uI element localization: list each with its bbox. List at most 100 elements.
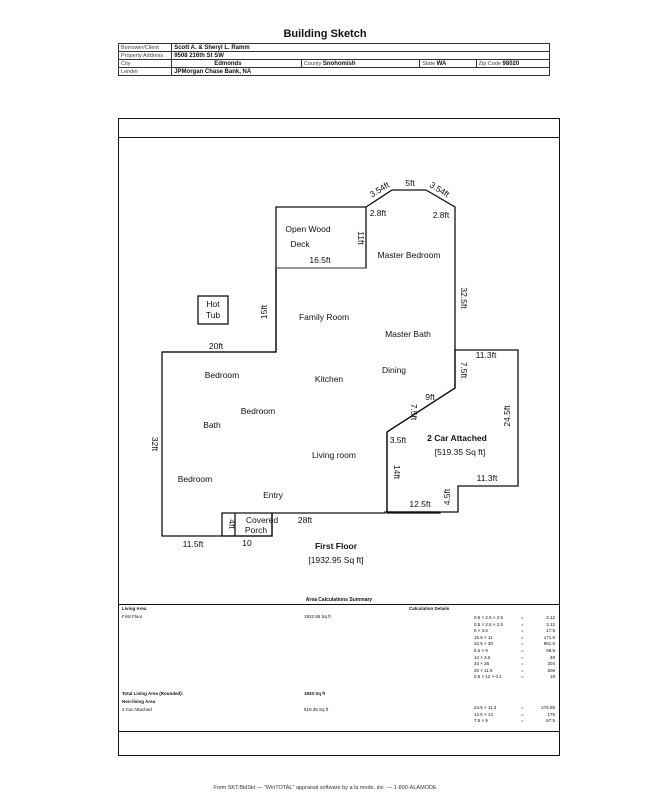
calc-row-expr: 0.5 × 2.5 × 2.5: [474, 615, 504, 620]
floor-title: First Floor: [315, 541, 358, 551]
dim-14ft: 14ft: [392, 465, 402, 480]
room-deck-2: Deck: [290, 239, 310, 249]
footer: Form SKT.BldSkt — "WinTOTAL" appraisal s…: [213, 785, 437, 791]
garage-outline: [386, 349, 519, 513]
room-master-bath: Master Bath: [385, 329, 431, 339]
calc-row-result: 506: [547, 667, 555, 673]
room-dining: Dining: [382, 365, 406, 375]
dim-2-8ft-right: 2.8ft: [433, 210, 450, 220]
garage-calc-label: 2 Car Attached: [122, 707, 152, 712]
calc-row-equals: =: [521, 648, 524, 653]
calc-row-expr: 32.5 × 30: [474, 641, 493, 647]
dim-28ft: 28ft: [298, 515, 313, 525]
dim-3-54ft-left: 3.54ft: [368, 179, 392, 199]
calc-row-result: 17.5: [546, 628, 555, 634]
room-kitchen: Kitchen: [315, 374, 344, 384]
room-bath: Bath: [203, 420, 221, 430]
calc-row-expr: 14 × 3.5: [474, 654, 491, 660]
garage-calc-row-equals: =: [521, 705, 524, 710]
room-living: Living room: [312, 450, 356, 460]
calc-row-result: 171.6: [543, 634, 555, 640]
room-entry: Entry: [263, 490, 284, 500]
floor-area: [1932.95 Sq ft]: [308, 555, 363, 565]
dim-2-8ft-left: 2.8ft: [370, 208, 387, 218]
calc-row-result: 18: [549, 674, 555, 680]
room-porch-2: Porch: [245, 525, 267, 535]
garage-calc-value: 519.35 Sq ft: [304, 707, 329, 712]
calc-row-equals: =: [521, 674, 524, 680]
county-value: Snohomish: [322, 60, 356, 67]
garage-calc-row-expr: 24.5 × 11.3: [474, 705, 497, 710]
calc-row-equals: =: [521, 641, 524, 647]
non-living-label: Non-living Area: [122, 699, 156, 704]
calc-row-expr: 15.6 × 11: [474, 634, 493, 640]
room-family: Family Room: [299, 312, 349, 322]
dim-7-5ft-mid: 7.5ft: [409, 404, 419, 421]
dim-16-5ft: 16.5ft: [309, 255, 331, 265]
hot-tub: [197, 295, 229, 325]
dim-15ft: 15ft: [259, 304, 269, 319]
garage-calc-row-equals: =: [521, 718, 524, 724]
hot-tub-label-1: Hot: [206, 299, 220, 309]
calc-row-expr: 0.5 × 12 × 0.1: [474, 674, 502, 680]
garage-calc-row-expr: 12.5 × 14: [474, 711, 493, 717]
dim-32ft: 32ft: [150, 437, 160, 452]
room-garage: 2 Car Attached: [427, 433, 487, 443]
calc-row-expr: 20 × 11.5: [474, 667, 493, 673]
property-info-table: Borrower/Client Scott A. & Sheryl L. Ram…: [117, 43, 551, 76]
zip-label: Zip Code: [478, 60, 501, 67]
calc-row-result: 981.5: [543, 641, 555, 647]
calc-row-result: 3.12: [546, 615, 555, 620]
calc-row-equals: =: [521, 615, 524, 620]
total-living-value: 1933 Sq ft: [304, 691, 326, 696]
dim-10: 10: [242, 538, 252, 548]
dim-11-5ft: 11.5ft: [183, 539, 204, 549]
lender-label: Lender: [117, 67, 173, 76]
room-master-bedroom: Master Bedroom: [378, 250, 441, 260]
calc-row-equals: =: [521, 661, 524, 667]
frame-bottom-band: [119, 731, 559, 732]
lender-value: JPMorgan Chase Bank, NA: [171, 67, 550, 76]
sketch-frame: [118, 118, 560, 756]
calc-row-equals: =: [521, 654, 524, 660]
total-living-label: Total Living Area (Rounded):: [122, 691, 184, 696]
calc-details-label: Calculation Details: [409, 606, 450, 611]
room-bedroom-c: Bedroom: [178, 474, 213, 484]
calc-row-expr: 0.5 × 2.5 × 2.5: [474, 621, 504, 627]
dim-3-5ft: 3.5ft: [390, 435, 407, 445]
dim-4ft: 4ft: [227, 519, 237, 529]
first-floor-value: 1932.95 Sq ft: [304, 614, 331, 619]
calc-row-result: 3.12: [546, 621, 555, 627]
dim-20ft: 20ft: [209, 341, 224, 351]
garage-calc-row-result: 175: [547, 711, 555, 717]
dim-11-3ft-top: 11.3ft: [476, 350, 497, 360]
room-bedroom-a: Bedroom: [205, 370, 240, 380]
dim-11ft: 11ft: [356, 231, 366, 245]
dim-5ft: 5ft: [405, 178, 415, 188]
dim-4-5ft: 4.5ft: [442, 488, 452, 505]
calc-row-equals: =: [521, 667, 524, 673]
calc-row-expr: 5 × 3.5: [474, 628, 488, 634]
dim-12-5ft: 12.5ft: [409, 499, 431, 509]
hot-tub-label-2: Tub: [206, 310, 221, 320]
garage-area: [519.35 Sq ft]: [435, 447, 486, 457]
county-label: County: [303, 60, 322, 67]
calc-row-result: 58.5: [546, 648, 555, 653]
calc-row-expr: 6.5 × 9: [474, 648, 488, 653]
calc-row-expr: 34 × 26: [474, 661, 490, 667]
first-floor-outline: [162, 207, 367, 353]
frame-top-band: [119, 137, 559, 138]
garage-calc-row-equals: =: [521, 711, 524, 717]
dim-9ft: 9ft: [425, 392, 435, 402]
dim-24-5ft: 24.5ft: [502, 405, 512, 427]
page-title: Building Sketch: [283, 28, 367, 40]
zip-value: 98020: [502, 60, 520, 67]
area-summary-title: Area Calculations Summary: [119, 597, 559, 605]
covered-porch-outline: [221, 512, 273, 537]
room-bedroom-b: Bedroom: [241, 406, 276, 416]
first-floor-label: First Floor: [122, 614, 143, 619]
garage-calc-row-expr: 7.5 × 9: [474, 718, 488, 724]
calc-row-result: 49: [549, 654, 555, 660]
room-deck-1: Open Wood: [285, 224, 330, 234]
